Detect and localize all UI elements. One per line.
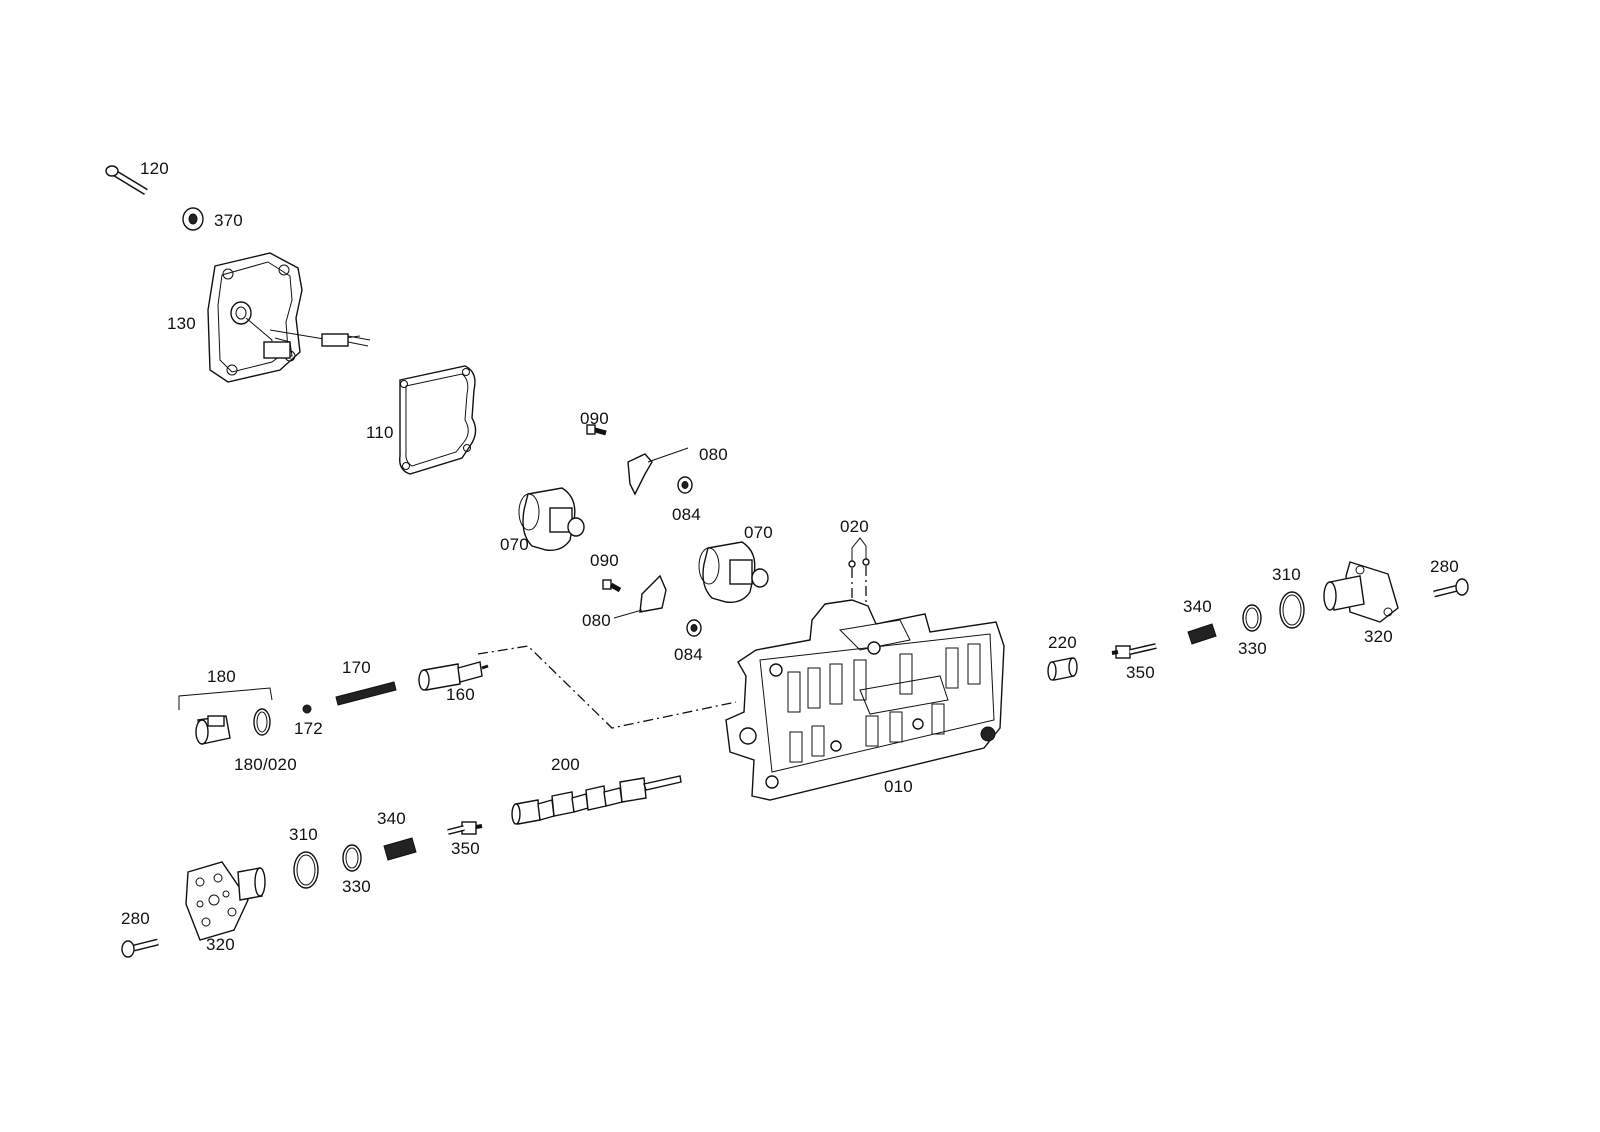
label-084-a: 084 (672, 505, 701, 524)
label-320-a: 320 (1364, 627, 1393, 646)
label-370: 370 (214, 211, 243, 230)
part-080-clamp-b (613, 574, 667, 619)
label-220: 220 (1048, 633, 1077, 652)
label-172: 172 (294, 719, 323, 738)
part-340-spring-b (383, 837, 417, 861)
part-340-spring-a (1187, 623, 1217, 645)
label-350-a: 350 (1126, 663, 1155, 682)
part-280-bolt-a (1433, 578, 1469, 598)
label-320-b: 320 (206, 935, 235, 954)
label-180: 180 (207, 667, 236, 686)
label-170: 170 (342, 658, 371, 677)
part-070-solenoid-b (698, 541, 769, 603)
part-330-ring-a (1242, 604, 1262, 632)
label-110: 110 (366, 423, 394, 442)
label-070-b: 070 (744, 523, 773, 542)
label-200: 200 (551, 755, 580, 774)
label-120: 120 (140, 159, 169, 178)
label-020: 020 (840, 517, 869, 536)
part-080-clamp-a (627, 447, 689, 496)
label-180-020: 180/020 (234, 755, 297, 774)
label-080-a: 080 (699, 445, 728, 464)
part-172-ball (302, 704, 312, 714)
part-120-bolt (105, 165, 148, 195)
label-090-b: 090 (590, 551, 619, 570)
label-350-b: 350 (451, 839, 480, 858)
part-084-washer-b (686, 619, 702, 637)
part-160-valve (418, 661, 489, 691)
label-080-b: 080 (582, 611, 611, 630)
part-370-washer (182, 207, 204, 231)
label-090-a: 090 (580, 409, 609, 428)
part-320-cover-b (185, 861, 266, 941)
part-310-ring-b (293, 851, 319, 889)
label-280-b: 280 (121, 909, 150, 928)
part-020-pins (848, 537, 870, 606)
part-110-gasket (399, 365, 477, 475)
part-200-spool (511, 775, 682, 825)
label-340-a: 340 (1183, 597, 1212, 616)
part-090-screw-b (602, 579, 622, 593)
part-310-ring-a (1279, 591, 1305, 629)
part-084-washer-a (677, 476, 693, 494)
label-340-b: 340 (377, 809, 406, 828)
label-330-a: 330 (1238, 639, 1267, 658)
part-180-plug-assembly (178, 687, 273, 745)
part-280-bolt-b (121, 938, 159, 958)
label-010: 010 (884, 777, 913, 796)
label-310-a: 310 (1272, 565, 1301, 584)
assembly-centerline (477, 645, 737, 729)
part-070-solenoid-a (518, 487, 585, 551)
label-084-b: 084 (674, 645, 703, 664)
label-310-b: 310 (289, 825, 318, 844)
part-220-sleeve (1047, 657, 1078, 681)
part-170-spring (335, 681, 397, 706)
part-350-plunger-a (1111, 643, 1157, 659)
part-010-valve-body (725, 599, 1005, 801)
label-160: 160 (446, 685, 475, 704)
part-130-cover (207, 252, 371, 383)
label-130: 130 (167, 314, 196, 333)
part-090-screw-a (586, 424, 607, 436)
label-330-b: 330 (342, 877, 371, 896)
part-330-ring-b (342, 844, 362, 872)
label-280-a: 280 (1430, 557, 1459, 576)
part-350-plunger-b (447, 821, 483, 835)
label-070-a: 070 (500, 535, 529, 554)
part-320-cover-a (1323, 561, 1399, 623)
